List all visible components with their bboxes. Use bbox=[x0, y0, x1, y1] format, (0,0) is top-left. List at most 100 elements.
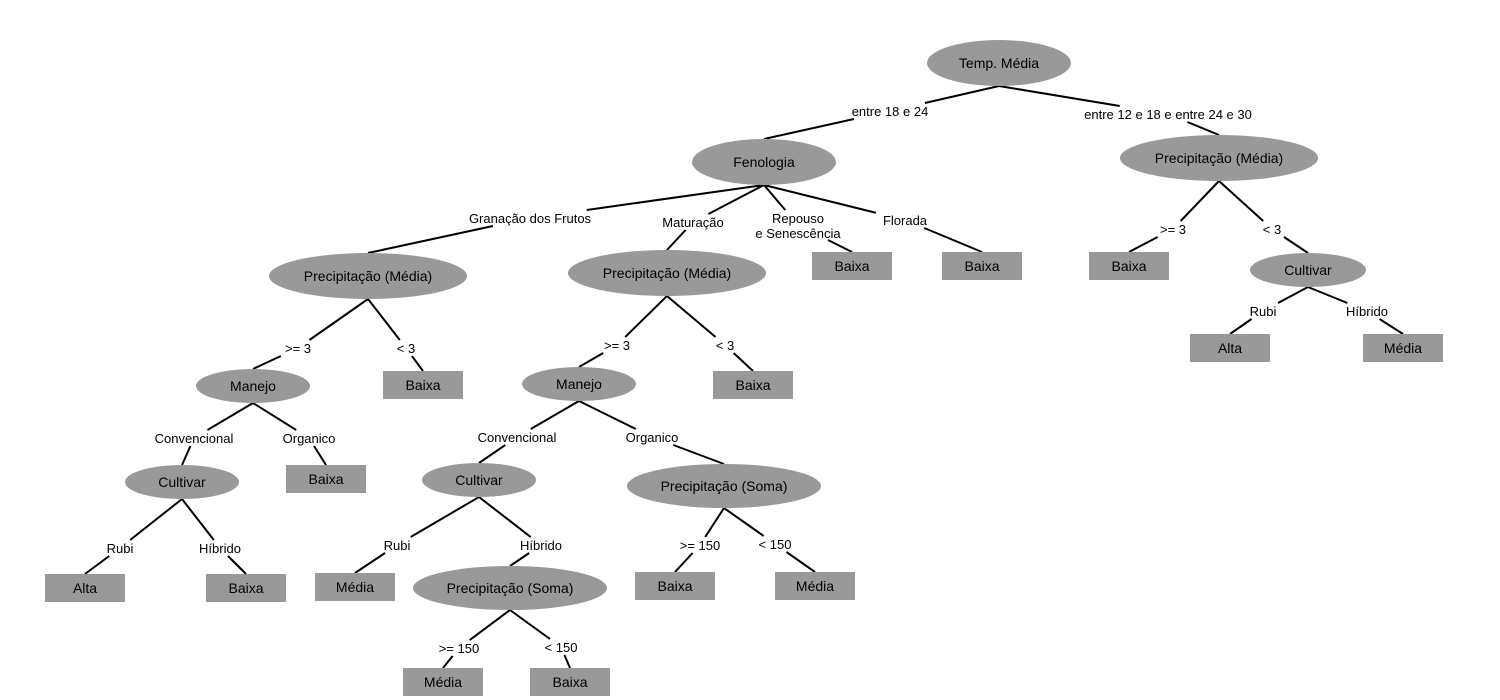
edge-label-entre-12-e-18-e-entre-24-e-30: entre 12 e 18 e entre 24 e 30 bbox=[1084, 107, 1252, 122]
decision-ellipse bbox=[522, 367, 636, 401]
tree-edge: Rubi bbox=[354, 496, 480, 574]
edge-line-lower bbox=[84, 555, 110, 575]
tree-edge: Organico bbox=[252, 402, 336, 466]
leaf-node-baixa: Baixa bbox=[383, 371, 463, 399]
node-label: Temp. Média bbox=[959, 55, 1039, 71]
edge-label-3: >= 3 bbox=[285, 341, 311, 356]
leaf-box bbox=[206, 574, 286, 602]
edge-line-lower bbox=[666, 229, 687, 251]
leaf-node-media: Média bbox=[403, 668, 483, 696]
edge-line-upper bbox=[924, 85, 1000, 104]
edge-line-upper bbox=[763, 184, 877, 214]
edge-line-lower bbox=[1128, 236, 1159, 253]
node-label: Manejo bbox=[556, 376, 602, 392]
node-label: Cultivar bbox=[1284, 262, 1332, 278]
tree-edge: entre 12 e 18 e entre 24 e 30 bbox=[998, 85, 1252, 136]
leaf-box bbox=[45, 574, 125, 602]
edge-label-rubi: Rubi bbox=[107, 541, 134, 556]
tree-edge: entre 18 e 24 bbox=[763, 85, 1000, 140]
tree-edge: < 150 bbox=[723, 507, 816, 573]
decision-node-precipitacao-media: Precipitação (Média) bbox=[269, 253, 467, 299]
edge-line-lower bbox=[509, 552, 530, 567]
decision-node-fenologia: Fenologia bbox=[692, 139, 836, 185]
tree-edge: >= 3 bbox=[578, 295, 668, 368]
node-label: Baixa bbox=[308, 471, 343, 487]
tree-edge: < 3 bbox=[1218, 180, 1309, 254]
edge-line-lower bbox=[411, 355, 424, 372]
edge-line-upper bbox=[181, 498, 215, 541]
tree-edge: Convencional bbox=[478, 400, 580, 464]
edge-label-organico: Organico bbox=[283, 431, 336, 446]
leaf-node-media: Média bbox=[1363, 334, 1443, 362]
node-label: Baixa bbox=[228, 580, 263, 596]
edge-label-granacao-dos-frutos: Granação dos Frutos bbox=[469, 211, 592, 226]
edge-line-upper bbox=[469, 609, 511, 641]
edges-layer: entre 18 e 24 entre 12 e 18 e entre 24 e … bbox=[84, 85, 1404, 669]
decision-ellipse bbox=[568, 250, 766, 296]
tree-edge: Rubi bbox=[84, 498, 183, 575]
leaf-box bbox=[635, 572, 715, 600]
edge-label-hibrido: Híbrido bbox=[520, 538, 562, 553]
edge-line-lower bbox=[227, 555, 247, 575]
node-label: Precipitação (Soma) bbox=[661, 478, 788, 494]
leaf-box bbox=[1089, 252, 1169, 280]
leaf-node-baixa: Baixa bbox=[1089, 252, 1169, 280]
edge-label-3: >= 3 bbox=[1160, 222, 1186, 237]
edge-label-maturacao: Maturação bbox=[662, 215, 723, 230]
leaf-node-media: Média bbox=[315, 573, 395, 601]
edge-label-150: < 150 bbox=[545, 640, 578, 655]
node-label: Média bbox=[1384, 340, 1422, 356]
edge-line-lower bbox=[1187, 121, 1220, 136]
decision-ellipse bbox=[422, 463, 536, 497]
node-label: Baixa bbox=[405, 377, 440, 393]
decision-node-precipitacao-media: Precipitação (Média) bbox=[1120, 135, 1318, 181]
decision-node-precipitacao-soma: Precipitação (Soma) bbox=[413, 566, 607, 610]
leaf-box bbox=[1363, 334, 1443, 362]
tree-edge: Florada bbox=[763, 184, 983, 253]
edge-line-upper bbox=[723, 507, 765, 537]
edge-line-lower bbox=[478, 444, 506, 464]
leaf-box bbox=[1190, 334, 1270, 362]
edge-line-upper bbox=[206, 402, 254, 431]
edge-label-3: < 3 bbox=[716, 338, 734, 353]
edge-line-lower bbox=[313, 445, 327, 466]
edge-line-lower bbox=[1283, 236, 1309, 254]
edge-line-upper bbox=[478, 496, 532, 538]
edge-line-upper bbox=[308, 298, 369, 341]
edge-line-upper bbox=[624, 295, 668, 338]
decision-ellipse bbox=[927, 40, 1071, 86]
tree-edge: Convencional bbox=[155, 402, 254, 466]
edge-label-convencional: Convencional bbox=[155, 431, 234, 446]
edge-line-lower bbox=[578, 352, 604, 368]
node-label: Precipitação (Média) bbox=[603, 265, 731, 281]
node-label: Baixa bbox=[1111, 258, 1146, 274]
decision-ellipse bbox=[269, 253, 467, 299]
edge-line-upper bbox=[763, 184, 787, 211]
node-label: Baixa bbox=[834, 258, 869, 274]
node-label: Baixa bbox=[552, 674, 587, 690]
edge-label-3: >= 3 bbox=[604, 338, 630, 353]
leaf-node-media: Média bbox=[775, 572, 855, 600]
edge-line-lower bbox=[763, 118, 855, 140]
edge-line-lower bbox=[442, 655, 454, 669]
tree-edge: >= 3 bbox=[252, 298, 369, 370]
edge-line-upper bbox=[578, 400, 637, 430]
decision-ellipse bbox=[413, 566, 607, 610]
decision-node-cultivar: Cultivar bbox=[125, 465, 239, 499]
edge-line-upper bbox=[1277, 286, 1309, 304]
node-label: Cultivar bbox=[158, 474, 206, 490]
decision-ellipse bbox=[627, 464, 821, 508]
tree-edge: >= 3 bbox=[1128, 180, 1220, 253]
tree-edge: < 3 bbox=[367, 298, 424, 372]
tree-edge: Rubi bbox=[1229, 286, 1309, 335]
edge-line-upper bbox=[666, 295, 717, 338]
edge-line-upper bbox=[1307, 286, 1348, 304]
node-label: Manejo bbox=[230, 378, 276, 394]
node-label: Precipitação (Soma) bbox=[447, 580, 574, 596]
leaf-box bbox=[383, 371, 463, 399]
leaf-box bbox=[530, 668, 610, 696]
edge-line-upper bbox=[586, 184, 765, 211]
decision-ellipse bbox=[692, 139, 836, 185]
leaf-box bbox=[315, 573, 395, 601]
